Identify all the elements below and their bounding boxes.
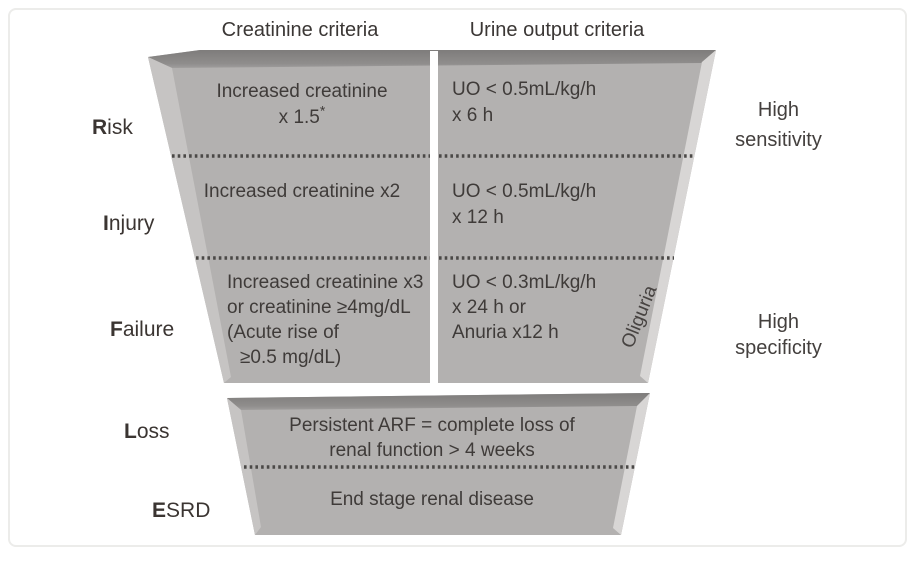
failure-urine-line2: x 24 h or — [452, 297, 526, 318]
injury-urine-cell: UO < 0.5mL/kg/h x 12 h — [452, 179, 596, 231]
column-divider — [430, 51, 438, 383]
funnel-right-facet — [640, 50, 716, 383]
failure-urine-line3: Anuria x12 h — [452, 322, 559, 343]
failure-urine-cell: UO < 0.3mL/kg/h x 24 h or Anuria x12 h — [452, 270, 596, 345]
loss-cell: Persistent ARF = complete loss of renal … — [227, 413, 637, 463]
figure-border — [8, 8, 907, 547]
injury-creatinine-cell: Increased creatinine x2 — [203, 181, 401, 202]
stage-rest-loss: oss — [136, 420, 170, 443]
esrd-cell: End stage renal disease — [330, 489, 534, 510]
injury-urine-line2: x 12 h — [452, 207, 504, 228]
failure-urine-line1: UO < 0.3mL/kg/h — [452, 272, 597, 293]
stage-rest-esrd: SRD — [166, 499, 211, 522]
failure-creatinine-cell: Increased creatinine x3 or creatinine ≥4… — [227, 270, 423, 370]
stage-label-esrd: ESRD — [152, 499, 210, 523]
stage-label-risk: Risk — [92, 116, 133, 140]
footnote-asterisk: * — [319, 102, 326, 119]
failure-creatinine-line1: Increased creatinine x3 — [227, 272, 424, 293]
high-specificity-line2: specificity — [735, 337, 822, 359]
stage-label-loss: Loss — [124, 420, 170, 444]
stage-initial-failure: F — [110, 318, 123, 341]
failure-creatinine-line4: ≥0.5 mg/dL) — [240, 347, 342, 368]
risk-urine-line2: x 6 h — [452, 105, 494, 126]
stage-initial-loss: L — [124, 420, 137, 443]
loss-esrd-top-bevel — [227, 393, 650, 410]
stage-rest-injury: njury — [108, 212, 155, 235]
high-specificity-note: High specificity — [696, 309, 861, 361]
risk-creatinine-line2: x 1.5* — [278, 102, 326, 128]
stage-initial-esrd: E — [152, 499, 167, 522]
stage-initial-risk: R — [92, 116, 108, 139]
risk-urine-cell: UO < 0.5mL/kg/h x 6 h — [452, 77, 596, 129]
urine-output-criteria-header: Urine output criteria — [469, 19, 645, 41]
high-sensitivity-line2: sensitivity — [735, 129, 822, 151]
risk-urine-line1: UO < 0.5mL/kg/h — [452, 79, 597, 100]
stage-rest-risk: isk — [107, 116, 133, 139]
high-sensitivity-note: High sensitivity — [696, 95, 861, 155]
injury-urine-line1: UO < 0.5mL/kg/h — [452, 181, 597, 202]
loss-line2: renal function > 4 weeks — [329, 440, 535, 461]
high-specificity-line1: High — [757, 311, 800, 333]
stage-label-injury: Injury — [103, 212, 154, 236]
stage-initial-injury: I — [103, 212, 109, 235]
loss-esrd-body — [227, 393, 650, 535]
creatinine-criteria-header: Creatinine criteria — [221, 19, 379, 41]
risk-creatinine-cell: Increased creatinine x 1.5* — [177, 79, 427, 131]
loss-line1: Persistent ARF = complete loss of — [289, 415, 575, 436]
failure-creatinine-line3: (Acute rise of — [227, 322, 339, 343]
failure-creatinine-line2: or creatinine ≥4mg/dL — [227, 297, 411, 318]
risk-creatinine-line1: Increased creatinine — [216, 81, 388, 102]
stage-rest-failure: ailure — [122, 318, 175, 341]
stage-label-failure: Failure — [110, 318, 174, 342]
loss-esrd-right-facet — [613, 393, 650, 535]
funnel-left-facet — [148, 57, 231, 383]
high-sensitivity-line1: High — [757, 99, 800, 121]
